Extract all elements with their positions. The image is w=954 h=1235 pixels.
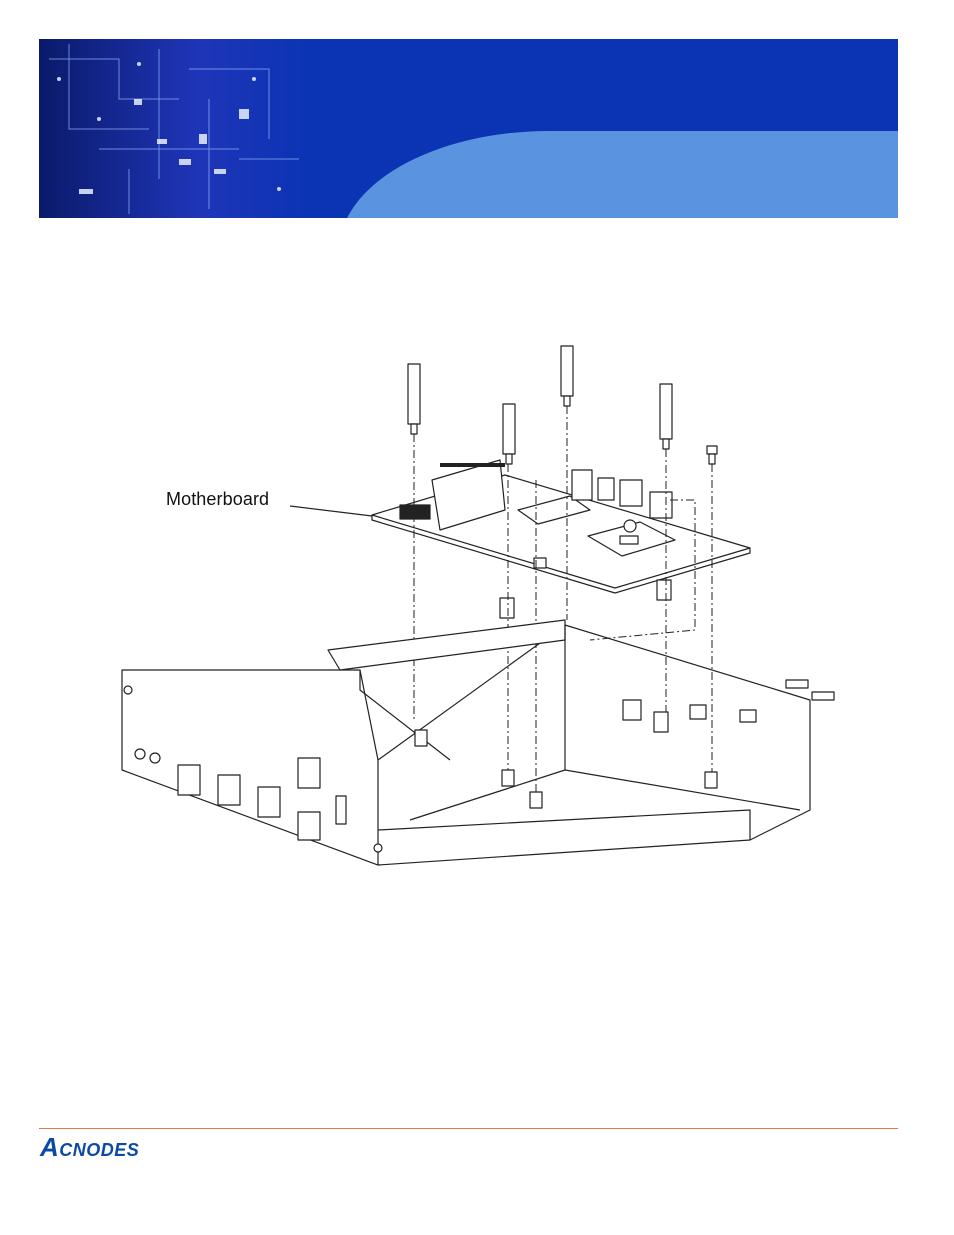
header-banner — [39, 39, 898, 218]
chassis-front-panel — [122, 670, 378, 865]
standoff-2 — [561, 346, 573, 406]
motherboard-installation-diagram — [110, 340, 850, 880]
screw-top — [707, 446, 717, 454]
brand-logo: A CNODES — [40, 1132, 139, 1160]
motherboard-label: Motherboard — [166, 489, 269, 510]
motherboard — [372, 475, 750, 588]
footer-divider — [39, 1128, 898, 1129]
brand-name: CNODES — [59, 1140, 139, 1161]
brand-initial: A — [40, 1132, 59, 1163]
standoff-3 — [503, 404, 515, 464]
circuit-board-pattern — [39, 39, 304, 218]
standoff-1 — [408, 364, 420, 434]
standoff-4 — [660, 384, 672, 449]
banner-swoosh — [339, 131, 898, 218]
